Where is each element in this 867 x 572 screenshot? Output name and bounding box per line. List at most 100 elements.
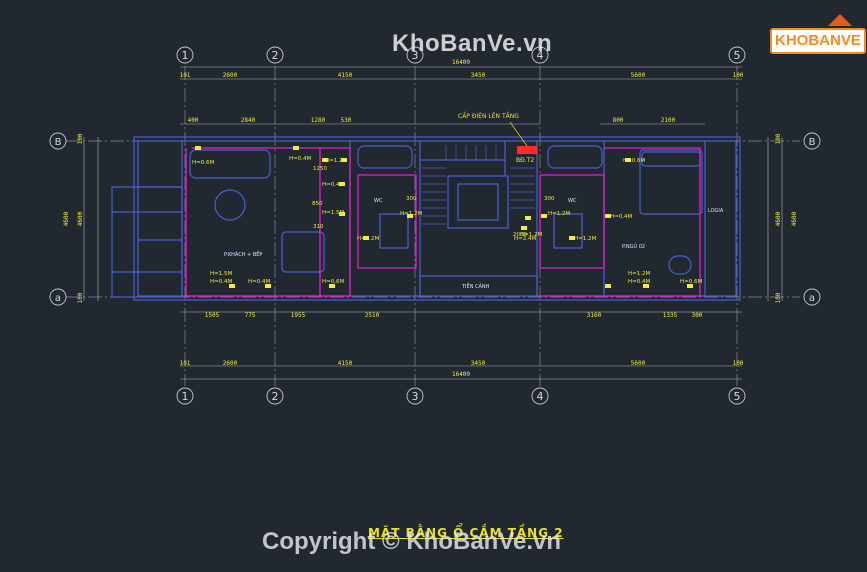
axis-label: 2 xyxy=(272,390,279,403)
axis-bubble-a: a xyxy=(49,288,67,306)
outlet-height-label: H=0.6M xyxy=(322,279,344,285)
outlet-height-label: H=0.4M xyxy=(610,214,632,220)
small-dimension: 2000 xyxy=(513,232,527,238)
label-logia: LOGIA xyxy=(708,208,724,214)
axis-grid-lines xyxy=(66,66,800,386)
outlet-height-label: H=0.6M xyxy=(680,279,702,285)
axis-bubble-2: 2 xyxy=(266,387,284,405)
label-living: P.KHÁCH + BẾP xyxy=(224,250,262,258)
outlet-height-label: H=0.6M xyxy=(192,160,214,166)
dimension-text: 1505 xyxy=(205,312,220,319)
axis-bubble-4: 4 xyxy=(531,387,549,405)
dimension-text: 100 xyxy=(733,72,744,79)
dimension-text: 100 xyxy=(775,292,782,303)
small-dimension: 1250 xyxy=(313,166,327,172)
dimension-text: 2600 xyxy=(223,72,238,79)
walls xyxy=(111,136,741,301)
outlet-icon xyxy=(265,284,271,288)
dimension-text: 4150 xyxy=(338,72,353,79)
outlet-height-label: H=1.5M xyxy=(210,271,232,277)
axis-bubble-B: B xyxy=(803,132,821,150)
axis-bubble-3: 3 xyxy=(406,387,424,405)
dimension-text: 2100 xyxy=(661,117,676,124)
axis-label: 5 xyxy=(734,390,741,403)
axis-label: a xyxy=(809,293,815,304)
dimension-text: 2600 xyxy=(223,360,238,367)
outlet-height-label: H=1.5M xyxy=(322,210,344,216)
dimension-text: 5600 xyxy=(631,72,646,79)
dimension-text: 2840 xyxy=(241,117,256,124)
dimension-text: 100 xyxy=(77,292,84,303)
axis-label: 3 xyxy=(412,390,419,403)
outlet-icon xyxy=(341,158,347,162)
dimension-text: 16400 xyxy=(452,371,470,378)
outlet-icon xyxy=(643,284,649,288)
dimension-text: 101 xyxy=(180,360,191,367)
dimension-text: 16400 xyxy=(452,59,470,66)
axis-bubble-B: B xyxy=(49,132,67,150)
axis-bubble-2: 2 xyxy=(266,46,284,64)
dimension-text: 100 xyxy=(775,133,782,144)
outlet-height-label: H=0.4M xyxy=(289,156,311,162)
outlet-height-label: H=1.2M xyxy=(357,236,379,242)
electric-panel xyxy=(517,146,537,154)
axis-bubble-3: 3 xyxy=(406,46,424,64)
axis-label: 1 xyxy=(182,390,189,403)
axis-bubble-5: 5 xyxy=(728,46,746,64)
axis-label: 5 xyxy=(734,49,741,62)
axis-label: 1 xyxy=(182,49,189,62)
dimension-text: 101 xyxy=(180,72,191,79)
outlet-icon xyxy=(605,214,611,218)
outlet-icon xyxy=(229,284,235,288)
dimension-text: 800 xyxy=(613,117,624,124)
dimension-text: 775 xyxy=(245,312,256,319)
outlet-icon xyxy=(195,146,201,150)
outlet-icon xyxy=(625,158,631,162)
riser-leader xyxy=(509,121,528,147)
axis-label: a xyxy=(55,293,61,304)
small-dimension: 850 xyxy=(312,201,323,207)
outlet-icon xyxy=(521,226,527,230)
outlet-icon xyxy=(569,236,575,240)
small-dimension: 310 xyxy=(313,224,324,230)
dimension-text: 5600 xyxy=(631,360,646,367)
dimension-text: 400 xyxy=(188,117,199,124)
house-roof-icon xyxy=(828,14,852,26)
outlet-icon xyxy=(541,214,547,218)
outlet-height-label: H=1.2M xyxy=(548,211,570,217)
logo-text: KHOBANVE xyxy=(770,28,866,54)
dimension-text: 100 xyxy=(77,133,84,144)
dimension-text: 2510 xyxy=(365,312,380,319)
label-wc-left: WC xyxy=(374,198,383,204)
copyright-text: Copyright © KhoBanVe.vn xyxy=(262,528,562,555)
dimension-text: 1335 xyxy=(663,312,678,319)
dimension-text: 530 xyxy=(341,117,352,124)
axis-label: 2 xyxy=(272,49,279,62)
axis-label: 3 xyxy=(412,49,419,62)
axis-bubble-1: 1 xyxy=(176,46,194,64)
outlet-height-label: H=1.2M xyxy=(628,271,650,277)
axis-bubble-4: 4 xyxy=(531,46,549,64)
label-lobby: TIỀN CẢNH xyxy=(461,282,490,290)
outlet-icon xyxy=(407,214,413,218)
wiring xyxy=(185,147,701,297)
room-labels: CẤP ĐIỆN LÊN TẦNG BĐ.T2 TIỀN CẢNH P.KHÁC… xyxy=(224,112,724,290)
label-riser: CẤP ĐIỆN LÊN TẦNG xyxy=(458,112,519,120)
outlet-height-labels: H=0.6M H=0.4M H=1.2M H=0.4M H=1.5M H=1.2M H=1.… xyxy=(192,156,702,285)
axis-label: 4 xyxy=(537,49,544,62)
dimension-text: 4150 xyxy=(338,360,353,367)
outlet-icon xyxy=(322,158,328,162)
outlet-height-label: H=1.2M xyxy=(574,236,596,242)
outlet-icon xyxy=(339,182,345,186)
outlet-icon xyxy=(329,284,335,288)
outlet-height-label: H=1.2M xyxy=(400,211,422,217)
label-bedroom: P.NGỦ 02 xyxy=(622,242,645,250)
outlet-icon xyxy=(525,216,531,220)
outlet-height-label: H=1.2M xyxy=(325,158,347,164)
dimension-text: 100 xyxy=(733,360,744,367)
axis-bubble-5: 5 xyxy=(728,387,746,405)
dimension-text: 4600 xyxy=(775,211,782,226)
